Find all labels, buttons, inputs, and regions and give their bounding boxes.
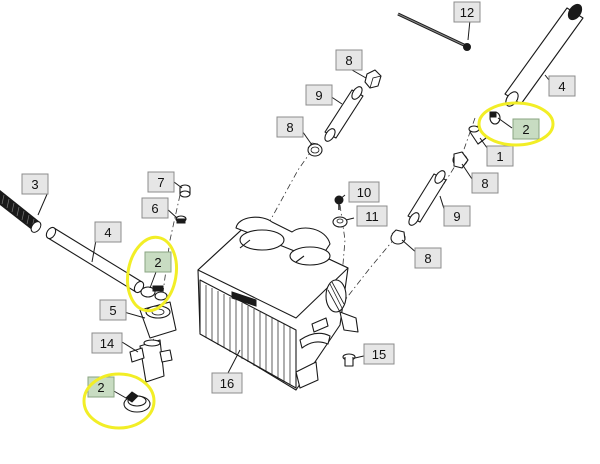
callout-5: 5 — [99, 299, 127, 321]
callout-label: 4 — [558, 79, 565, 94]
callout-label: 9 — [315, 88, 322, 103]
callout-2-right: 2 — [512, 118, 540, 140]
callout-label: 12 — [460, 5, 474, 20]
part-16-heater-box — [197, 216, 359, 391]
part-2-clamp-right — [489, 111, 501, 125]
callout-8-mid: 8 — [276, 116, 304, 138]
callout-label: 2 — [97, 380, 104, 395]
part-9-sleeve-right — [407, 170, 447, 226]
callout-4-left: 4 — [94, 221, 122, 243]
callout-label: 16 — [220, 376, 234, 391]
callout-label: 6 — [151, 201, 158, 216]
callout-1: 1 — [486, 145, 514, 167]
callout-label: 15 — [372, 347, 386, 362]
callout-9-top: 9 — [305, 84, 333, 106]
callout-9-right: 9 — [443, 205, 471, 227]
callout-label: 1 — [496, 149, 503, 164]
callout-2-bottom: 2 — [87, 376, 115, 398]
callout-16: 16 — [211, 372, 243, 394]
callout-14: 14 — [91, 332, 123, 354]
callout-label: 8 — [424, 251, 431, 266]
callout-label: 10 — [357, 185, 371, 200]
callout-label: 9 — [453, 209, 460, 224]
part-11-nut — [332, 216, 348, 228]
callout-label: 5 — [109, 303, 116, 318]
highlight-ring-right — [477, 101, 555, 147]
highlight-ring-left — [126, 235, 178, 313]
part-3-corrugated-hose — [0, 190, 42, 233]
callout-label: 7 — [157, 175, 164, 190]
callout-8-top: 8 — [335, 49, 363, 71]
callout-2-left: 2 — [144, 251, 172, 273]
part-8-cap-low — [390, 229, 406, 245]
highlight-rings — [82, 101, 555, 430]
part-9-sleeve-top — [324, 86, 364, 142]
callout-3: 3 — [21, 173, 49, 195]
part-2-clamp-bottom — [123, 391, 151, 413]
part-4-tube-left — [45, 226, 145, 294]
callout-11: 11 — [356, 205, 388, 227]
part-6-seal — [175, 215, 187, 224]
callout-label: 8 — [481, 176, 488, 191]
callout-7: 7 — [147, 171, 175, 193]
callout-label: 8 — [286, 120, 293, 135]
part-8-cap-mid — [307, 142, 323, 157]
callout-8-low: 8 — [414, 247, 442, 269]
part-15-bolt — [342, 353, 356, 367]
part-2-clamp-left — [140, 285, 168, 301]
part-12-bolt — [397, 12, 471, 51]
part-8-cap-top — [364, 69, 382, 89]
callout-label: 3 — [31, 177, 38, 192]
part-7-cap — [179, 184, 191, 198]
callout-label: 2 — [522, 122, 529, 137]
callout-label: 11 — [365, 209, 379, 224]
callout-label: 4 — [104, 225, 111, 240]
callout-12: 12 — [453, 1, 481, 23]
part-14-tee-fitting — [129, 339, 173, 383]
callout-label: 8 — [345, 53, 352, 68]
highlight-ring-bottom — [82, 372, 156, 430]
callout-4-right: 4 — [548, 75, 576, 97]
callout-8-right: 8 — [471, 172, 499, 194]
part-8-cap-right — [452, 151, 469, 169]
callout-6: 6 — [141, 197, 169, 219]
callout-label: 2 — [154, 255, 161, 270]
callout-10: 10 — [348, 181, 380, 203]
callout-label: 14 — [100, 336, 114, 351]
callout-15: 15 — [363, 343, 395, 365]
